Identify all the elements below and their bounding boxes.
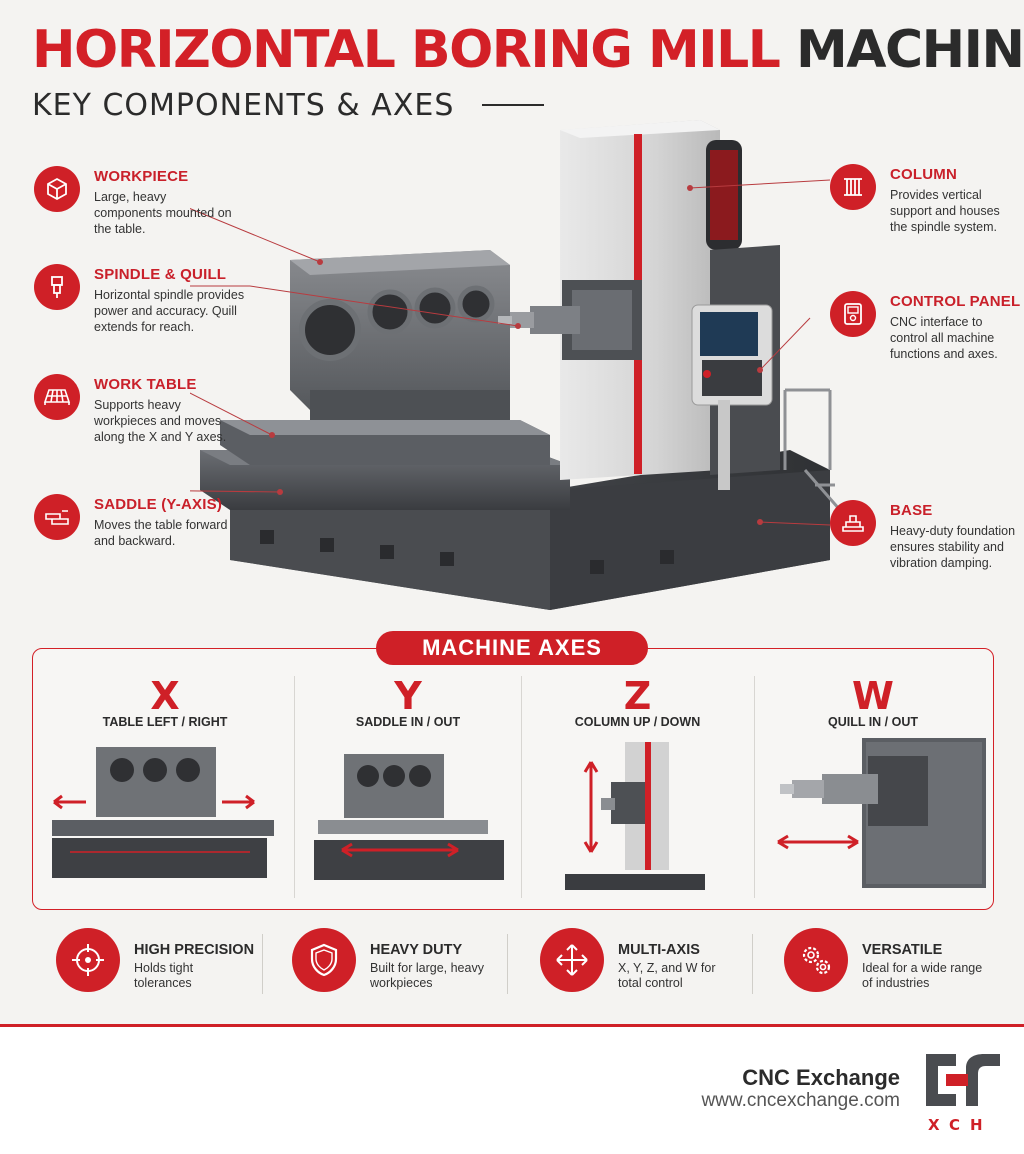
feature-desc: Ideal for a wide range of industries xyxy=(862,961,983,990)
subtitle-rule xyxy=(482,104,544,106)
machine-axes-title: MACHINE AXES xyxy=(376,631,648,665)
feature-desc: Holds tight tolerances xyxy=(134,961,194,990)
axis-label: TABLE LEFT / RIGHT xyxy=(102,715,228,729)
saddle-icon xyxy=(34,494,80,540)
four-arrows-icon xyxy=(540,928,604,992)
leader-lines xyxy=(190,179,831,526)
feature-desc: Built for large, heavy workpieces xyxy=(370,961,484,990)
callout-desc: Moves the table forward and backward. xyxy=(94,518,228,548)
crosshair-icon xyxy=(56,928,120,992)
axis-x: X TABLE LEFT / RIGHT xyxy=(40,672,290,902)
feature-divider xyxy=(752,934,753,994)
callout-desc: Horizontal spindle provides power and ac… xyxy=(94,288,245,334)
feature-title: HIGH PRECISION xyxy=(134,942,255,958)
page-subtitle: KEY COMPONENTS & AXES xyxy=(32,88,455,123)
callout-title: CONTROL PANEL xyxy=(890,293,1021,310)
callout-desc: Large, heavy components mounted on the t… xyxy=(94,190,232,236)
axis-letter: W xyxy=(852,674,894,718)
brand-logo xyxy=(926,1054,1000,1106)
feature-title: VERSATILE xyxy=(862,942,943,958)
feature-desc: X, Y, Z, and W for total control xyxy=(618,961,716,990)
axis-w: W QUILL IN / OUT xyxy=(758,672,988,902)
feature-title: HEAVY DUTY xyxy=(370,942,463,958)
axis-label: SADDLE IN / OUT xyxy=(355,715,461,729)
axis-letter: X xyxy=(150,674,180,718)
callout-title: WORKPIECE xyxy=(94,168,189,185)
base-icon xyxy=(830,500,876,546)
machine-spindle-head xyxy=(498,280,642,360)
feature-multi-axis: MULTI-AXIS X, Y, Z, and W for total cont… xyxy=(540,928,745,998)
brand-url[interactable]: www.cncexchange.com xyxy=(701,1090,900,1111)
callout-desc: Supports heavy workpieces and moves alon… xyxy=(94,398,227,444)
axis-label: COLUMN UP / DOWN xyxy=(574,715,701,729)
callout-title: COLUMN xyxy=(890,166,958,183)
cube-icon xyxy=(34,166,80,212)
machine-platform xyxy=(783,388,842,511)
feature-versatile: VERSATILE Ideal for a wide range of indu… xyxy=(784,928,994,998)
axis-divider xyxy=(294,676,295,898)
machine-control-panel xyxy=(691,304,773,490)
brand-logo-text: XCH xyxy=(928,1116,993,1134)
feature-title: MULTI-AXIS xyxy=(618,942,700,958)
axis-x-illustration xyxy=(52,747,274,878)
axis-y: Y SADDLE IN / OUT xyxy=(298,672,518,902)
callout-desc: Provides vertical support and houses the… xyxy=(890,188,1000,234)
axis-z-illustration xyxy=(565,742,705,890)
shield-icon xyxy=(292,928,356,992)
axis-divider xyxy=(754,676,755,898)
footer-divider xyxy=(0,1024,1024,1027)
footer xyxy=(0,1027,1024,1154)
callout-desc: CNC interface to control all machine fun… xyxy=(890,315,998,361)
callout-title: BASE xyxy=(890,502,933,519)
spindle-icon xyxy=(34,264,80,310)
machine-workpiece xyxy=(290,250,510,420)
callout-title: WORK TABLE xyxy=(94,376,197,393)
gears-icon xyxy=(784,928,848,992)
control-panel-icon xyxy=(830,291,876,337)
brand-name: CNC Exchange xyxy=(742,1065,900,1090)
title-dark: MACHINE xyxy=(795,20,1024,80)
axis-w-illustration xyxy=(777,738,986,888)
feature-divider xyxy=(507,934,508,994)
axis-letter: Y xyxy=(394,674,422,718)
column-icon xyxy=(830,164,876,210)
feature-high-precision: HIGH PRECISION Holds tight tolerances xyxy=(56,928,256,998)
feature-heavy-duty: HEAVY DUTY Built for large, heavy workpi… xyxy=(292,928,502,998)
feature-divider xyxy=(262,934,263,994)
grid-table-icon xyxy=(34,374,80,420)
title-red: HORIZONTAL BORING MILL xyxy=(32,20,781,80)
axis-letter: Z xyxy=(623,674,652,718)
axis-z: Z COLUMN UP / DOWN xyxy=(525,672,750,902)
axis-label: QUILL IN / OUT xyxy=(827,715,919,729)
axis-y-illustration xyxy=(314,754,504,880)
page-title: HORIZONTAL BORING MILL MACHINE xyxy=(32,18,1024,82)
callout-title: SPINDLE & QUILL xyxy=(94,266,227,283)
callout-desc: Heavy-duty foundation ensures stability … xyxy=(890,524,1016,570)
axis-divider xyxy=(521,676,522,898)
machine-illustration xyxy=(190,120,842,610)
callout-title: SADDLE (Y-AXIS) xyxy=(94,496,223,513)
